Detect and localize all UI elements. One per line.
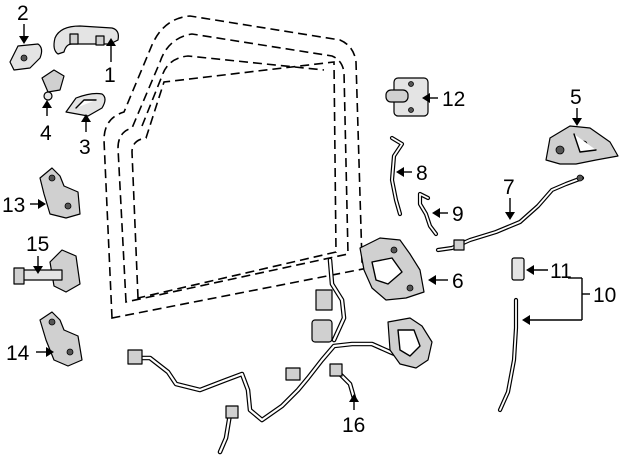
outside-door-handle xyxy=(53,25,119,55)
callout-12: 12 xyxy=(442,88,465,111)
callout-4: 4 xyxy=(40,122,52,145)
callout-13: 13 xyxy=(2,194,25,217)
callout-10-bracket xyxy=(522,277,590,325)
handle-cap xyxy=(9,43,43,71)
callout-6: 6 xyxy=(452,270,464,293)
callout-2: 2 xyxy=(17,2,29,25)
knob-rod xyxy=(497,297,519,413)
callout-5: 5 xyxy=(570,86,582,109)
rod-clip xyxy=(417,191,439,237)
callout-11: 11 xyxy=(550,260,572,283)
upper-hinge xyxy=(39,167,81,219)
lower-hinge xyxy=(39,311,83,367)
door-outline xyxy=(103,15,370,319)
inside-handle-bracket xyxy=(545,125,619,165)
lock-cylinder xyxy=(41,69,65,101)
callout-7: 7 xyxy=(503,176,515,199)
callout-9: 9 xyxy=(452,203,464,226)
latch-cable xyxy=(435,174,585,253)
door-latch xyxy=(359,237,425,301)
callout-10: 10 xyxy=(593,284,616,307)
callout-3: 3 xyxy=(79,136,91,159)
callout-15: 15 xyxy=(26,233,49,256)
lock-rod xyxy=(389,135,405,217)
callout-8: 8 xyxy=(416,162,428,185)
callout-14: 14 xyxy=(6,342,30,365)
callout-16: 16 xyxy=(342,414,365,437)
callout-1: 1 xyxy=(104,64,116,87)
lock-knob xyxy=(511,257,525,281)
handle-gasket xyxy=(65,92,106,117)
wiring-harness xyxy=(127,257,433,455)
door-check xyxy=(13,249,81,293)
door-striker xyxy=(385,77,429,117)
